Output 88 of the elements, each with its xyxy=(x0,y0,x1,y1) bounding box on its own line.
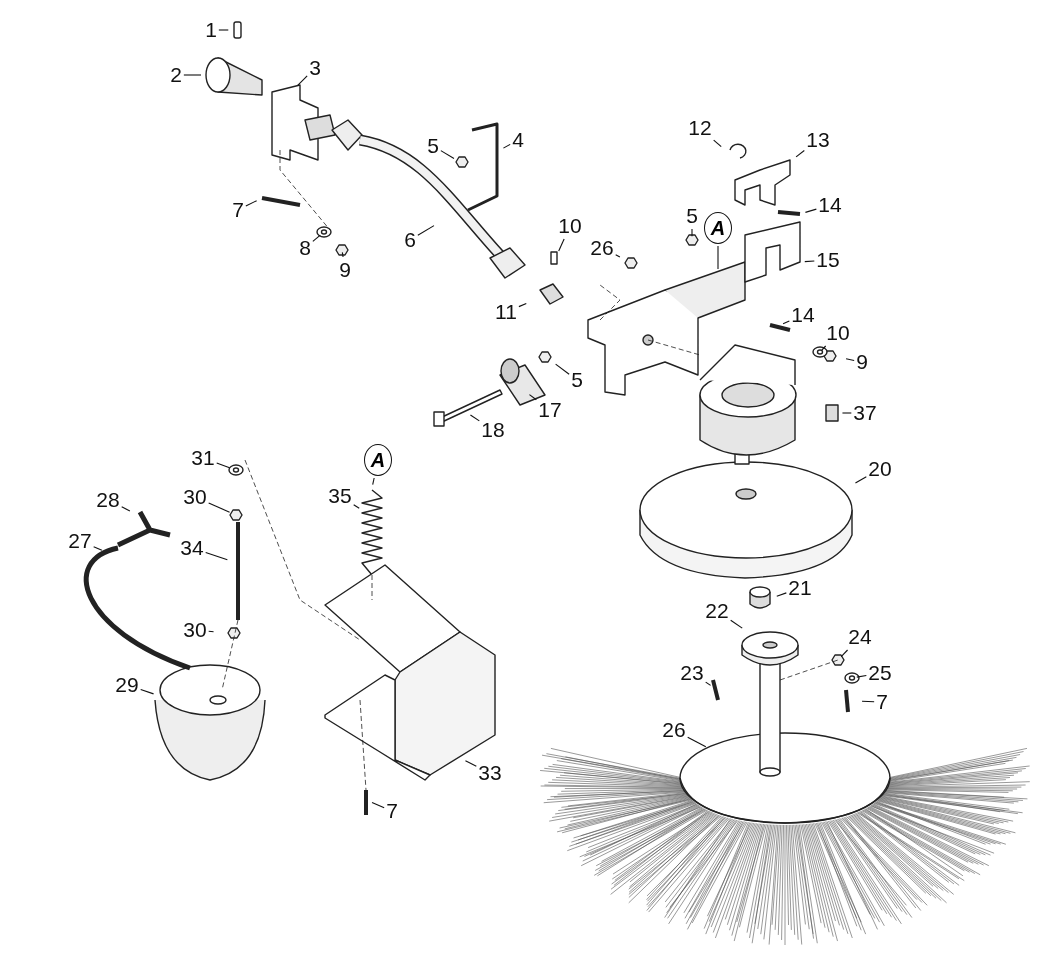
callout-number: 26 xyxy=(662,719,686,741)
callout-number: 31 xyxy=(191,447,215,469)
callout-number: 17 xyxy=(538,399,562,421)
callout-number: 9 xyxy=(339,259,351,281)
callout-number: 26 xyxy=(590,237,614,259)
callout-number: 15 xyxy=(816,249,840,271)
callout-number: 10 xyxy=(558,215,582,237)
callout-number: 5 xyxy=(686,205,698,227)
leader-line xyxy=(208,630,215,633)
leader-line xyxy=(845,358,855,361)
leader-line xyxy=(121,506,131,512)
callout-number: 14 xyxy=(791,304,815,326)
callout-number: 21 xyxy=(788,577,812,599)
leader-line xyxy=(854,476,867,484)
leader-line xyxy=(705,681,712,686)
callout-number: 18 xyxy=(481,419,505,441)
callout-number: 9 xyxy=(856,351,868,373)
leader-line xyxy=(804,260,815,263)
callout-number: 30 xyxy=(183,486,207,508)
callout-number: 11 xyxy=(495,301,517,323)
leader-line xyxy=(297,75,308,86)
callout-number: 7 xyxy=(386,800,398,822)
leader-line xyxy=(840,649,849,658)
callout-number: 27 xyxy=(68,530,92,552)
callout-number: 5 xyxy=(427,135,439,157)
callout-number: 10 xyxy=(826,322,850,344)
leader-line xyxy=(730,619,743,629)
callout-number: 12 xyxy=(688,117,712,139)
leader-line xyxy=(555,363,570,375)
callout-number: 6 xyxy=(404,229,416,251)
callout-number: 8 xyxy=(299,237,311,259)
callout-number: 7 xyxy=(232,199,244,221)
leader-line xyxy=(140,689,155,695)
leader-line xyxy=(440,150,455,159)
leader-line xyxy=(795,149,805,158)
callout-number: 1 xyxy=(205,19,217,41)
leader-line xyxy=(312,234,321,242)
leader-line xyxy=(371,802,385,809)
leader-line xyxy=(417,225,435,236)
leader-line xyxy=(615,254,621,258)
callout-number: 2 xyxy=(170,64,182,86)
leader-line xyxy=(804,208,817,213)
callout-number: 24 xyxy=(848,626,872,648)
callout-number: 23 xyxy=(680,662,704,684)
leader-line xyxy=(558,238,565,252)
callout-number: 25 xyxy=(868,662,892,684)
leader-line xyxy=(208,502,231,513)
leader-line xyxy=(776,592,787,597)
leader-line xyxy=(691,228,693,237)
leader-line xyxy=(861,700,875,703)
leader-line xyxy=(687,736,707,748)
callout-number: 28 xyxy=(96,489,120,511)
callout-number: 7 xyxy=(876,691,888,713)
callout-number: 13 xyxy=(806,129,830,151)
leader-line xyxy=(183,74,202,76)
callout-number: 30 xyxy=(183,619,207,641)
leader-line xyxy=(821,345,827,351)
leader-line xyxy=(717,245,719,270)
leader-line xyxy=(93,546,103,551)
leader-line xyxy=(713,139,722,148)
leader-line xyxy=(341,251,344,258)
leader-line xyxy=(216,462,231,469)
callout-number: 5 xyxy=(571,369,583,391)
callout-number: 29 xyxy=(115,674,139,696)
reference-marker: A xyxy=(364,444,392,476)
leader-line xyxy=(353,504,360,509)
reference-marker: A xyxy=(704,212,732,244)
callout-number: 37 xyxy=(853,402,877,424)
leader-line xyxy=(469,414,480,422)
leader-line xyxy=(218,29,229,31)
leader-line xyxy=(841,412,852,414)
callout-number: 4 xyxy=(512,129,524,151)
leader-line xyxy=(464,760,477,767)
leader-line xyxy=(502,143,511,149)
leader-line xyxy=(856,674,867,678)
leader-line xyxy=(528,394,537,401)
callout-number: 34 xyxy=(180,537,204,559)
callout-number: 33 xyxy=(478,762,502,784)
callout-number: 20 xyxy=(868,458,892,480)
leader-line xyxy=(782,320,790,325)
leader-line xyxy=(372,477,375,486)
callout-number: 35 xyxy=(328,485,352,507)
callout-number: 14 xyxy=(818,194,842,216)
leader-line xyxy=(205,552,228,561)
leader-line xyxy=(245,200,258,207)
callout-number: 22 xyxy=(705,600,729,622)
leader-line xyxy=(518,303,527,308)
callout-number: 3 xyxy=(309,57,321,79)
